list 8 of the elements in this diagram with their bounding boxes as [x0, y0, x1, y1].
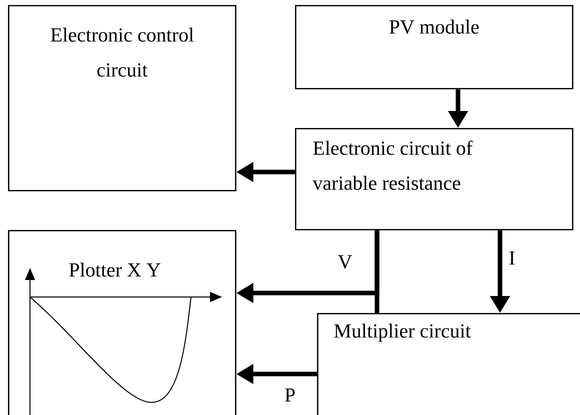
process-box: Electronic control circuit — [8, 5, 236, 192]
process-box: Electronic circuit of variable resistance — [295, 128, 574, 230]
process-box: PV module — [295, 5, 574, 90]
edge-label: V — [336, 254, 354, 270]
process-box: Multiplier circuit — [317, 313, 580, 415]
edge-label: P — [283, 387, 297, 403]
edge-label: I — [508, 250, 516, 266]
plotter-box: Plotter X Y — [8, 230, 236, 415]
